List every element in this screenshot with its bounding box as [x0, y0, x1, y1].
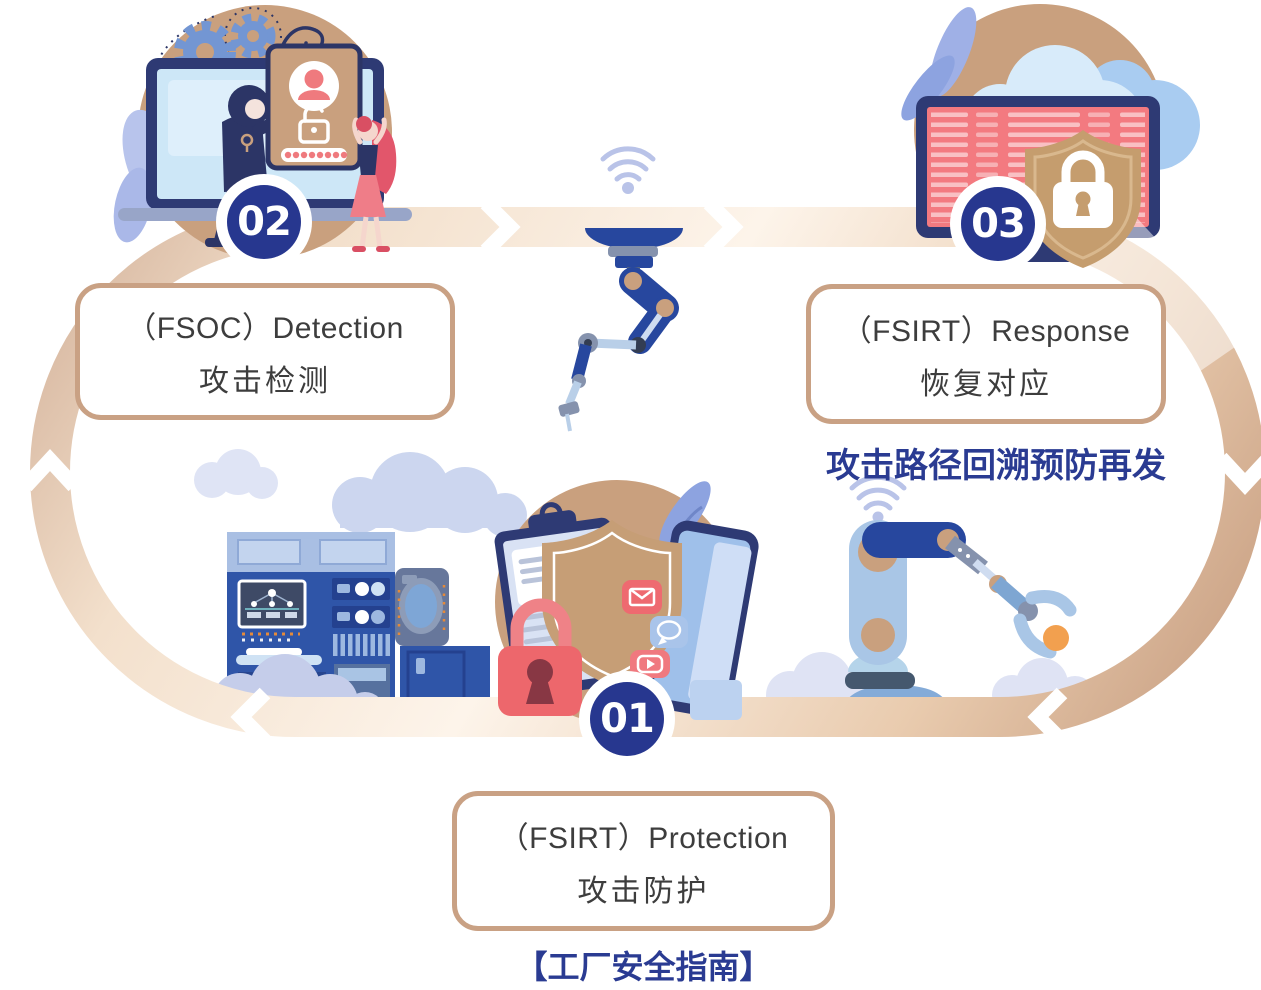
step-box-detection: （FSOC）Detection 攻击检测: [75, 283, 455, 420]
held-object: [1043, 625, 1069, 651]
step-box-response: （FSIRT）Response 恢复对应: [806, 284, 1166, 424]
wifi-icon: [849, 474, 907, 523]
robot-arm-illustration: [766, 474, 1095, 720]
illustration-protection: [494, 480, 759, 726]
step-title: （FSOC）Detection: [126, 312, 404, 345]
shield-lock-icon: [1025, 130, 1141, 268]
video-play-icon: [630, 650, 670, 678]
step-number: 02: [227, 185, 301, 259]
step-number: 01: [590, 682, 664, 756]
id-card-icon: [265, 43, 363, 171]
illustration-detection: [113, 5, 412, 259]
gripper: [1013, 590, 1077, 659]
open-padlock-icon: [298, 104, 330, 144]
step-badge-detection: 02: [216, 174, 312, 270]
control-panel: [332, 578, 390, 656]
cloud: [194, 449, 278, 499]
step-subtitle: 攻击检测: [199, 365, 331, 398]
step-title: （FSIRT）Protection: [498, 821, 789, 855]
chat-bubble-icon: [650, 616, 688, 648]
step-badge-protection: 01: [579, 671, 675, 767]
factory-illustration: [194, 449, 527, 732]
hanging-robot-illustration: [558, 146, 683, 432]
step-subtitle: 恢复对应: [920, 367, 1052, 401]
step-number: 03: [961, 187, 1035, 261]
panicked-woman-figure: [350, 116, 397, 252]
cloud: [332, 452, 527, 537]
plant-leaves: [901, 7, 977, 121]
mail-icon: [622, 580, 662, 614]
flow-chevrons: [20, 197, 1261, 747]
step-box-protection: （FSIRT）Protection 攻击防护: [452, 791, 835, 931]
wifi-icon: [600, 146, 656, 194]
step-title: （FSIRT）Response: [841, 314, 1131, 348]
padlock-icon: [498, 598, 582, 716]
control-screen: [237, 579, 307, 629]
step-badge-response: 03: [950, 176, 1046, 272]
step-subtitle: 攻击防护: [577, 874, 710, 908]
footer-caption: 【工厂安全指南】: [515, 949, 772, 985]
password-dots: [281, 148, 348, 162]
response-note-caption: 攻击路径回溯预防再发: [826, 447, 1166, 485]
machine-porthole: [395, 568, 449, 646]
